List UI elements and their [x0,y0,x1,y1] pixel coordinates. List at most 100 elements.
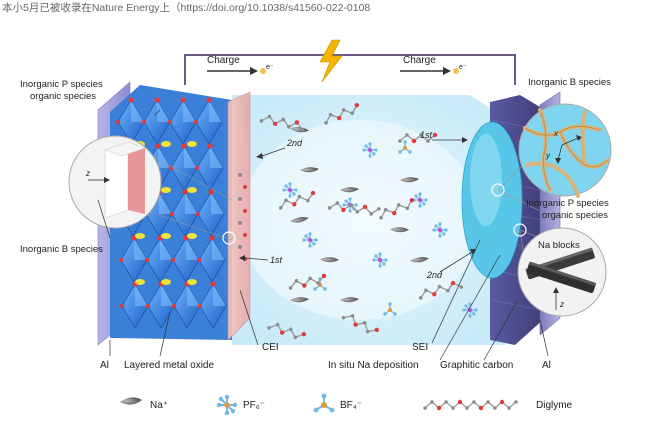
label-inset-axis-z: z [85,169,90,178]
metal-oxide-octahedron [193,97,223,145]
legend-label-pf6: PF₆⁻ [243,400,265,411]
pf6-anion [372,252,388,268]
bf4-anion [313,277,327,291]
pf6-anion [412,192,428,208]
na-ion-in-lattice [187,141,197,147]
legend-pf6-icon [216,394,238,416]
label-charge-right: Charge [403,55,436,66]
label-2nd-right: 2nd [426,270,443,280]
label-anode-inorg-p-1: Inorganic P species [526,198,609,209]
pf6-anion [362,142,378,158]
cei-fragment [243,209,247,213]
electron-left [260,68,266,74]
label-1st-left: 1st [270,255,283,265]
diglyme-molecule [324,103,360,125]
sei-highlight [470,134,502,226]
cei-fragment [238,197,242,201]
na-ion [290,127,310,133]
label-al-left: Al [100,360,109,371]
external-circuit-wire [184,54,516,85]
label-anode-inorg-b: Inorganic B species [528,77,611,88]
arrowhead-2nd-left [256,153,263,159]
label-inset-axis-y: y [545,151,551,160]
diglyme-molecule [278,190,316,210]
cei-fragment [238,173,242,177]
cei-fragment [243,233,247,237]
metal-oxide-octahedron [171,281,201,329]
na-ion-in-lattice [187,233,197,239]
arrow-2nd-left [261,147,286,157]
arrowhead-1st-left [239,255,245,261]
na-ion-in-lattice [187,187,197,193]
na-ion [340,187,359,193]
na-ion-in-lattice [161,187,171,193]
electron-right [453,68,459,74]
charge-arrowhead-right [443,67,451,75]
metal-oxide-octahedron [115,97,145,145]
na-ion [290,216,309,223]
legend-label-na: Na⁺ [150,400,168,411]
label-cathode-inorg-b: Inorganic B species [20,244,103,255]
label-na-blocks: Na blocks [538,240,580,251]
label-al-right: Al [542,360,551,371]
arrowhead-1st-right [462,137,468,143]
header-text: 本小5月已被收录在Nature Energy上（https://doi.org/… [2,2,371,14]
label-layered-metal-oxide: Layered metal oxide [124,360,214,371]
legend-na-icon [120,397,142,405]
leader-lines [97,109,549,361]
label-cathode-inorg-p-1: Inorganic P species [20,79,103,90]
cei-fragment [243,185,247,189]
pf6-anion [282,182,298,198]
anode-sei-inset [491,103,612,216]
na-ion-in-lattice [161,233,171,239]
label-in-situ-na: In situ Na deposition [328,360,419,371]
cei-layer [227,91,251,341]
electrolyte-glow [240,120,480,320]
label-e-left: e⁻ [266,64,274,71]
na-ion [290,297,309,303]
electrolyte-species [238,103,478,340]
label-charge-left: Charge [207,55,240,66]
label-cei: CEI [262,342,279,353]
cei-fragment [238,245,242,249]
arrow-1st-left [244,257,269,261]
bf4-anion [398,140,412,154]
legend-diglyme-icon [423,399,518,411]
pf6-anion [302,232,318,248]
label-2nd-left: 2nd [286,138,303,148]
diglyme-molecule [341,314,380,334]
metal-oxide-octahedron [144,235,174,283]
metal-oxide-octahedron [197,281,227,329]
na-ion-in-lattice [135,233,145,239]
charge-arrowhead-left [250,67,258,75]
pf6-anion [432,222,448,238]
metal-oxide-octahedron [169,189,199,237]
metal-oxide-octahedron [194,143,224,191]
label-inset-axis-x: x [553,129,559,138]
bf4-anion [383,302,397,316]
label-anode-inorg-p-2: organic species [542,210,608,221]
diglyme-molecule [398,132,438,144]
label-sei: SEI [412,342,428,353]
arrow-2nd-right [439,251,473,273]
metal-oxide-octahedron [141,97,171,145]
na-ion [390,227,410,233]
label-1st-right: 1st [420,130,433,140]
label-graphitic-carbon: Graphitic carbon [440,360,513,371]
na-ion [340,297,359,303]
legend-label-diglyme: Diglyme [536,400,573,411]
na-ion-in-lattice [161,141,171,147]
lightning-icon [319,39,343,83]
label-na-axis-z: z [559,300,564,309]
label-e-right: e⁻ [459,64,467,71]
na-ion [320,257,340,263]
na-ion [400,177,419,183]
na-ion [300,167,319,173]
diglyme-molecule [288,273,327,290]
legend-bf4-icon [313,393,335,413]
metal-oxide-octahedron [119,281,149,329]
na-ion-in-lattice [187,279,197,285]
metal-oxide-octahedron [196,235,226,283]
diglyme-molecule [327,201,381,216]
